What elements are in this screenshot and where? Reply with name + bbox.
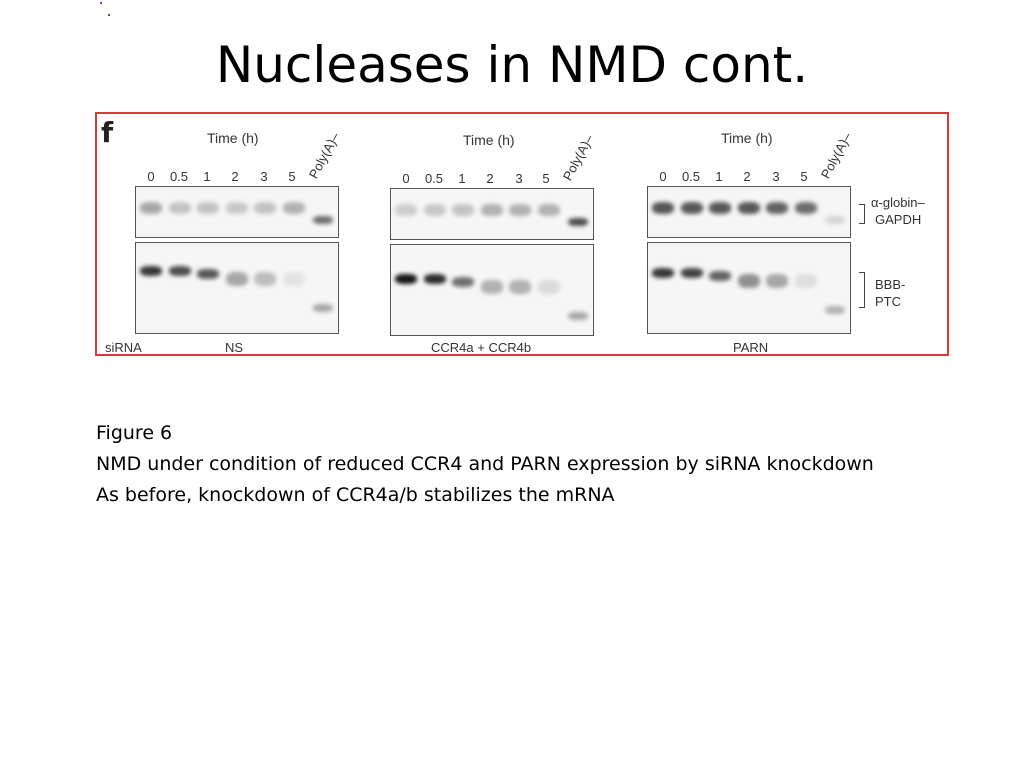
- gel-band: [568, 312, 588, 320]
- lane-label: 1: [203, 169, 211, 184]
- gel-band: [709, 202, 731, 214]
- gel-band: [140, 266, 162, 276]
- figure-caption: Figure 6 NMD under condition of reduced …: [96, 418, 996, 511]
- panel-letter: f: [101, 116, 114, 149]
- gel-band: [680, 268, 703, 278]
- lane-label: 0.5: [424, 171, 444, 186]
- lane-label: 2: [231, 169, 239, 184]
- lane-label: 3: [772, 169, 780, 184]
- lane-label: 0.5: [169, 169, 189, 184]
- gel-bottom-ccr4: [390, 244, 594, 336]
- lane-label: 0: [147, 169, 155, 184]
- gel-band: [313, 304, 333, 312]
- gel-bottom-ns: [135, 242, 339, 334]
- caption-line-2: NMD under condition of reduced CCR4 and …: [96, 453, 874, 475]
- sirna-label: siRNA: [105, 340, 142, 355]
- lane-label: 2: [743, 169, 751, 184]
- gel-band: [737, 274, 760, 288]
- polya-label-parn: Poly(A)–: [817, 129, 855, 181]
- gel-band: [140, 202, 162, 214]
- gel-band: [652, 202, 674, 214]
- lane-label: 0: [659, 169, 667, 184]
- lane-label: 1: [458, 171, 466, 186]
- gel-band: [168, 266, 191, 276]
- gel-band: [423, 204, 446, 216]
- side-label-globin: α-globin–: [871, 195, 925, 210]
- gel-band: [766, 202, 788, 214]
- slide-title: Nucleases in NMD cont.: [215, 36, 809, 94]
- gel-band: [509, 204, 531, 216]
- gel-band: [313, 216, 333, 224]
- condition-label-ns: NS: [225, 340, 244, 355]
- gel-band: [709, 271, 731, 281]
- polya-label-ns: Poly(A)–: [305, 129, 343, 181]
- gel-band: [766, 274, 788, 288]
- gel-band: [168, 202, 191, 214]
- gel-band: [282, 272, 305, 286]
- gel-band: [568, 218, 588, 226]
- lane-label: 3: [260, 169, 268, 184]
- lane-label: 3: [515, 171, 523, 186]
- time-label-ccr4: Time (h): [463, 132, 515, 148]
- gel-band: [395, 204, 417, 216]
- gel-band: [825, 216, 845, 224]
- gel-band: [537, 280, 560, 294]
- condition-label-parn: PARN: [733, 340, 769, 355]
- gel-band: [452, 204, 474, 216]
- lane-label: 1: [715, 169, 723, 184]
- gel-top-ns: [135, 186, 339, 238]
- gel-band: [480, 204, 503, 216]
- gel-band: [509, 280, 531, 294]
- corner-decoration: [98, 2, 114, 20]
- gel-band: [225, 202, 248, 214]
- time-label-parn: Time (h): [721, 130, 773, 146]
- side-label-bbb: BBB-: [875, 277, 906, 292]
- lane-label: 0: [402, 171, 410, 186]
- polya-label-ccr4: Poly(A)–: [559, 131, 597, 183]
- bracket-top: [859, 204, 865, 224]
- caption-line-1: Figure 6: [96, 422, 173, 444]
- gel-band: [225, 272, 248, 286]
- side-label-ptc: PTC: [875, 294, 901, 309]
- gel-band: [395, 274, 417, 284]
- time-label-ns: Time (h): [207, 130, 259, 146]
- lane-label: 2: [486, 171, 494, 186]
- side-label-gapdh: GAPDH: [875, 212, 922, 227]
- gel-top-ccr4: [390, 188, 594, 240]
- gel-band: [737, 202, 760, 214]
- gel-band: [254, 272, 276, 286]
- gel-band: [452, 277, 474, 287]
- gel-band: [794, 202, 817, 214]
- lane-label: 5: [288, 169, 296, 184]
- gel-band: [254, 202, 276, 214]
- gel-band: [282, 202, 305, 214]
- condition-label-ccr4: CCR4a + CCR4b: [431, 340, 532, 355]
- bracket-bottom: [859, 272, 865, 308]
- gel-band: [423, 274, 446, 284]
- gel-bottom-parn: [647, 242, 851, 334]
- gel-band: [680, 202, 703, 214]
- lane-label: 0.5: [681, 169, 701, 184]
- lane-label: 5: [800, 169, 808, 184]
- gel-band: [825, 306, 845, 314]
- gel-band: [197, 269, 219, 279]
- gel-band: [480, 280, 503, 294]
- lane-label: 5: [542, 171, 550, 186]
- gel-band: [652, 268, 674, 278]
- gel-band: [537, 204, 560, 216]
- gel-band: [197, 202, 219, 214]
- gel-band: [794, 274, 817, 288]
- caption-line-3: As before, knockdown of CCR4a/b stabiliz…: [96, 484, 615, 506]
- figure-panel: f Time (h) 0 0.5 1 2 3 5 Poly(A)– Time (…: [95, 112, 949, 356]
